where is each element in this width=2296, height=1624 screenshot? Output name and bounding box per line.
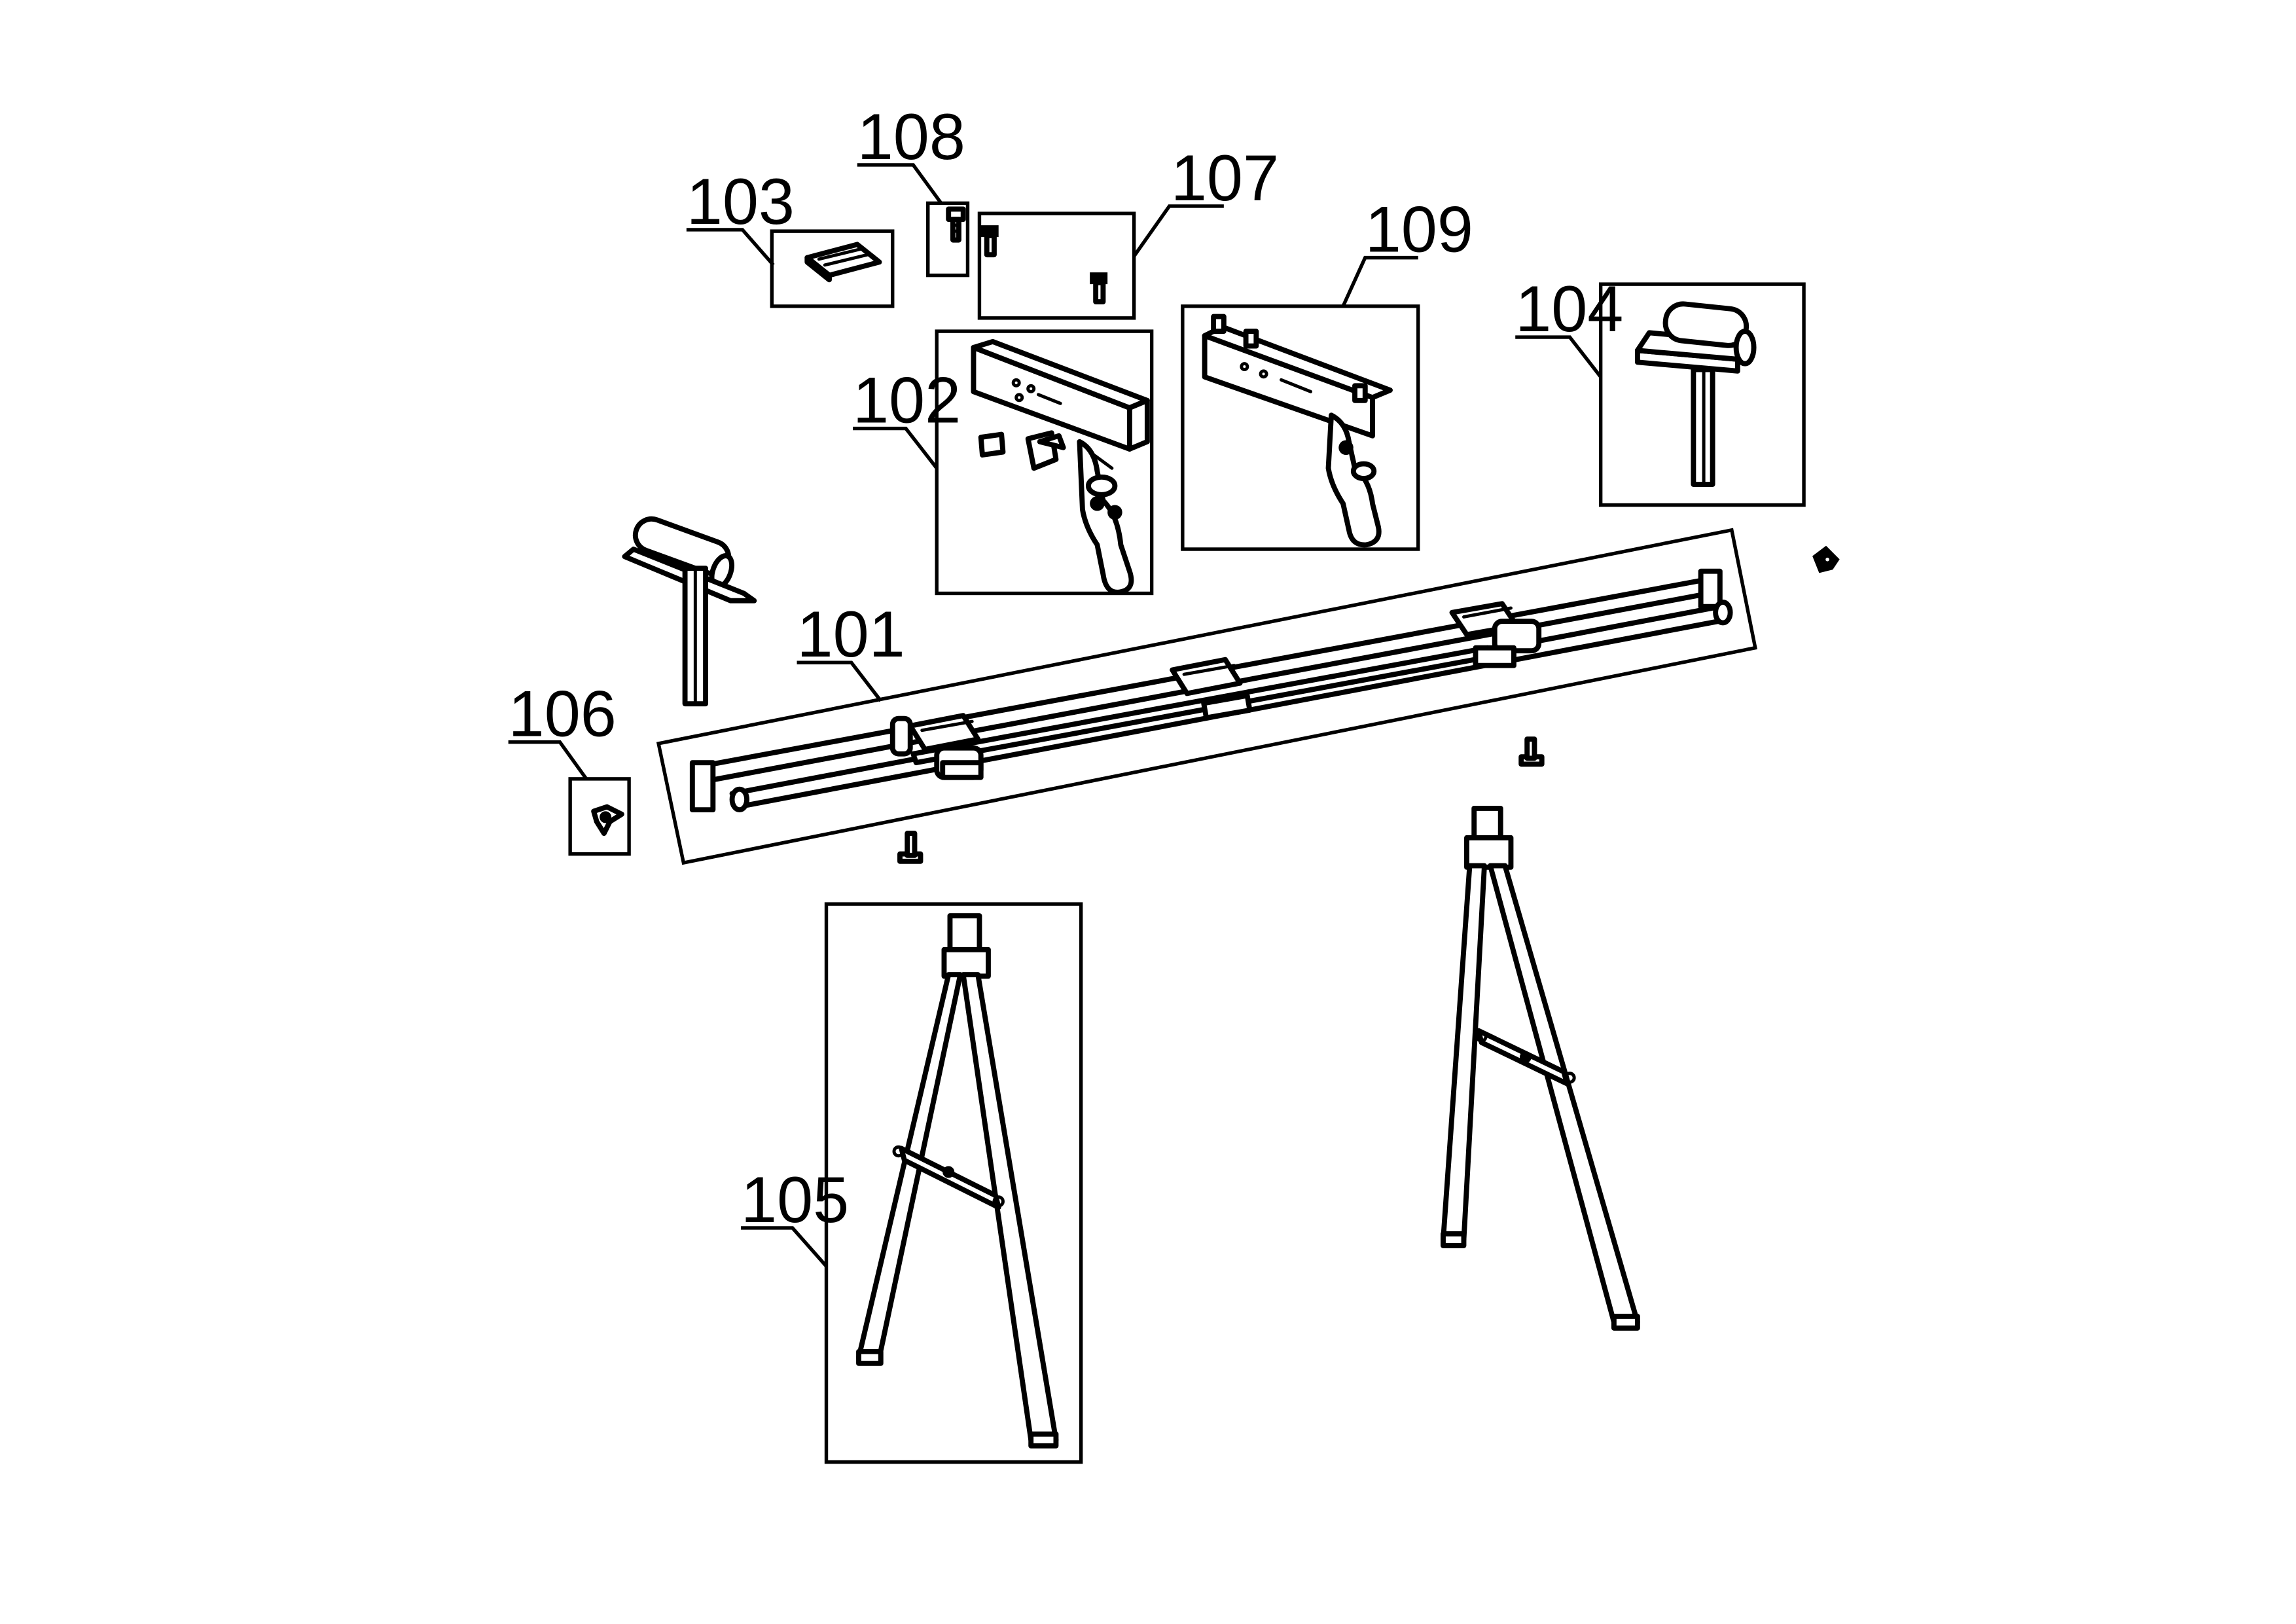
callout-108: 108 <box>857 100 965 204</box>
callout-102: 102 <box>853 364 961 469</box>
frame-104 <box>1598 282 1806 507</box>
leader-line-103 <box>686 228 775 266</box>
clip-part-103 <box>804 242 882 283</box>
leader-line-102 <box>853 426 939 469</box>
svg-text:101: 101 <box>797 598 905 670</box>
bolt-part-108 <box>946 206 966 243</box>
frame-109 <box>1181 304 1420 551</box>
thumb-screw-right <box>1518 736 1545 767</box>
leader-line-109 <box>1341 255 1418 307</box>
arm-bracket-part-102 <box>971 338 1150 595</box>
frame-103 <box>770 229 895 308</box>
leader-line-108 <box>857 163 943 204</box>
frame-101 <box>656 528 1758 865</box>
roller-support-loose <box>622 516 757 707</box>
callout-106: 106 <box>508 677 617 780</box>
leg-stand-part-105 <box>856 913 1059 1449</box>
frame-106 <box>568 777 631 856</box>
leg-stand-loose <box>1441 805 1640 1331</box>
svg-text:109: 109 <box>1365 193 1473 266</box>
callout-104: 104 <box>1515 272 1623 378</box>
svg-text:107: 107 <box>1171 141 1279 214</box>
callout-109: 109 <box>1341 193 1473 307</box>
callout-103: 103 <box>686 165 795 266</box>
frame-105 <box>824 902 1083 1464</box>
svg-text:105: 105 <box>741 1163 849 1236</box>
thumb-screw-left <box>897 831 924 864</box>
arm-bracket-part-109 <box>1202 314 1393 548</box>
star-knob-part-106 <box>591 804 624 837</box>
leader-line-101 <box>797 660 882 702</box>
callout-107: 107 <box>1132 141 1279 257</box>
beam-assembly-part-101 <box>689 568 1733 813</box>
leader-line-107 <box>1132 204 1224 257</box>
leader-line-106 <box>508 740 588 780</box>
callout-101: 101 <box>797 598 905 702</box>
svg-text:102: 102 <box>853 364 961 437</box>
frame-107 <box>977 211 1136 320</box>
frame-108 <box>926 201 970 278</box>
svg-text:108: 108 <box>857 100 965 173</box>
svg-text:103: 103 <box>687 165 795 238</box>
svg-text:106: 106 <box>509 677 617 750</box>
leader-line-105 <box>741 1226 828 1268</box>
callout-105: 105 <box>741 1163 849 1268</box>
roller-support-part-104 <box>1634 301 1757 487</box>
knob-part-107 <box>980 225 1108 305</box>
frame-102 <box>935 329 1154 596</box>
star-knob-loose <box>1812 545 1840 573</box>
leader-line-104 <box>1515 335 1602 378</box>
